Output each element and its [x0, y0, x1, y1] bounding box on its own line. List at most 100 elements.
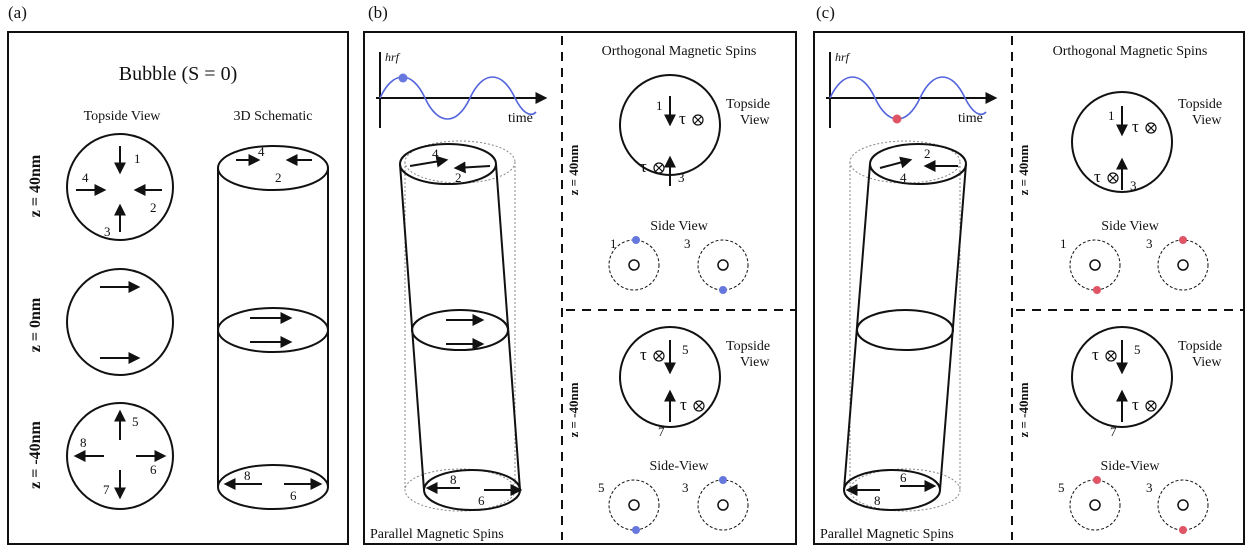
spin-number: 4 [432, 146, 439, 161]
panel-b: (b) hrf time 4 2 [363, 3, 797, 545]
spin-number: 4 [82, 170, 89, 185]
spin-number: 3 [104, 224, 111, 239]
view-label: View [740, 355, 770, 370]
z-label-bottom-c: z = -40nm [1016, 382, 1031, 437]
z-label-top: z = 40nm [27, 154, 44, 217]
spin-dot [719, 476, 727, 484]
spin-number: 4 [900, 170, 907, 185]
spin-number: 2 [150, 200, 157, 215]
spin-number: 7 [103, 482, 110, 497]
orth-topside-bottom-b: 5 7 τ τ Topside View [619, 326, 770, 439]
topside-circle-bottom: 5 6 7 8 [66, 402, 174, 510]
spin-number: 3 [1130, 178, 1137, 193]
spin-number: 7 [658, 424, 665, 439]
torque-symbol: τ [679, 109, 686, 128]
spin-number: 3 [1146, 480, 1153, 495]
topside-circle-mid [66, 268, 174, 376]
tilted-cylinder-b: 4 2 8 6 [399, 140, 523, 512]
hrf-label: hrf [385, 50, 401, 64]
phase-dot [892, 114, 902, 124]
spin-number: 6 [478, 493, 485, 508]
parallel-label-c: Parallel Magnetic Spins [820, 527, 954, 542]
spin-number: 1 [656, 98, 663, 113]
spin-dot [1093, 286, 1101, 294]
time-label: time [958, 111, 983, 126]
hrf-signal-plot-c: hrf time [826, 50, 998, 128]
spin-number: 6 [290, 488, 297, 503]
cylinder-schematic-a: 4 2 8 6 [217, 144, 329, 510]
torque-symbol: τ [640, 345, 647, 364]
spin-number: 8 [244, 468, 251, 483]
view-label: View [1192, 355, 1222, 370]
view-label: View [740, 113, 770, 128]
orthogonal-title-c: Orthogonal Magnetic Spins [1053, 44, 1208, 59]
topside-view-header: Topside View [84, 109, 162, 124]
spin-dot [719, 286, 727, 294]
spin-number: 3 [678, 170, 685, 185]
side-view-label-c: Side View [1101, 219, 1160, 234]
side-view-spins-top-b: 1 3 [608, 236, 749, 294]
spin-number: 4 [258, 144, 265, 159]
spin-number: 1 [610, 236, 617, 251]
torque-symbol: τ [1132, 395, 1139, 414]
spin-number: 5 [1058, 480, 1065, 495]
spin-number: 8 [874, 493, 881, 508]
torque-symbol: τ [640, 157, 647, 176]
spin-dot [632, 236, 640, 244]
spin-number: 1 [1108, 108, 1115, 123]
orth-topside-top-b: 1 3 τ τ Topside View [619, 74, 770, 186]
panel-b-label: (b) [368, 3, 388, 22]
torque-symbol: τ [1092, 345, 1099, 364]
view-label: View [1192, 113, 1222, 128]
phase-dot [398, 73, 408, 83]
spin-number: 1 [134, 151, 141, 166]
z-label-top-b: z = 40nm [566, 144, 581, 195]
spin-number: 1 [1060, 236, 1067, 251]
parallel-label-b: Parallel Magnetic Spins [370, 527, 504, 542]
side-view-spins-bottom-b: 5 3 [598, 476, 749, 534]
side-view-label-b: Side View [650, 219, 709, 234]
spin-number: 2 [275, 170, 282, 185]
spin-number: 3 [1146, 236, 1153, 251]
spin-dot [1093, 476, 1101, 484]
spin-number: 5 [598, 480, 605, 495]
spin-number: 8 [80, 435, 87, 450]
side-view-label-b2: Side-View [649, 459, 709, 474]
spin-dot [1179, 526, 1187, 534]
spin-number: 2 [455, 170, 462, 185]
spin-number: 5 [132, 414, 139, 429]
side-view-label-c2: Side-View [1100, 459, 1160, 474]
hrf-label: hrf [835, 50, 851, 64]
topside-circle-top: 1 2 3 4 [66, 133, 174, 241]
torque-cross-markers [653, 114, 1157, 412]
spin-number: 7 [1110, 424, 1117, 439]
topside-label: Topside [1178, 339, 1222, 354]
torque-symbol: τ [1132, 117, 1139, 136]
time-label: time [508, 111, 533, 126]
topside-label: Topside [726, 339, 770, 354]
topside-label: Topside [726, 97, 770, 112]
panel-c-frame [813, 31, 1245, 545]
hrf-signal-plot-b: hrf time [376, 50, 548, 128]
orth-topside-top-c: 1 3 τ τ Topside View [1071, 91, 1222, 193]
panel-a-label: (a) [8, 3, 27, 22]
panel-a-frame [7, 31, 349, 545]
side-view-spins-top-c: 1 3 [1060, 236, 1209, 294]
orthogonal-title-b: Orthogonal Magnetic Spins [602, 44, 757, 59]
z-label-bottom: z = -40nm [27, 420, 44, 488]
z-label-bottom-b: z = -40nm [566, 382, 581, 437]
panel-b-frame [363, 31, 797, 545]
torque-symbol: τ [1094, 167, 1101, 186]
spin-dot [632, 526, 640, 534]
spin-number: 5 [682, 342, 689, 357]
spin-number: 3 [682, 480, 689, 495]
spin-number: 6 [900, 470, 907, 485]
spin-number: 5 [1134, 342, 1141, 357]
side-view-spins-bottom-c: 5 3 [1058, 476, 1209, 534]
spin-number: 8 [450, 472, 457, 487]
panel-a-title: Bubble (S = 0) [119, 63, 238, 85]
tilted-cylinder-c: 2 4 8 6 [843, 140, 967, 512]
spin-number: 2 [924, 146, 931, 161]
z-label-top-c: z = 40nm [1016, 144, 1031, 195]
